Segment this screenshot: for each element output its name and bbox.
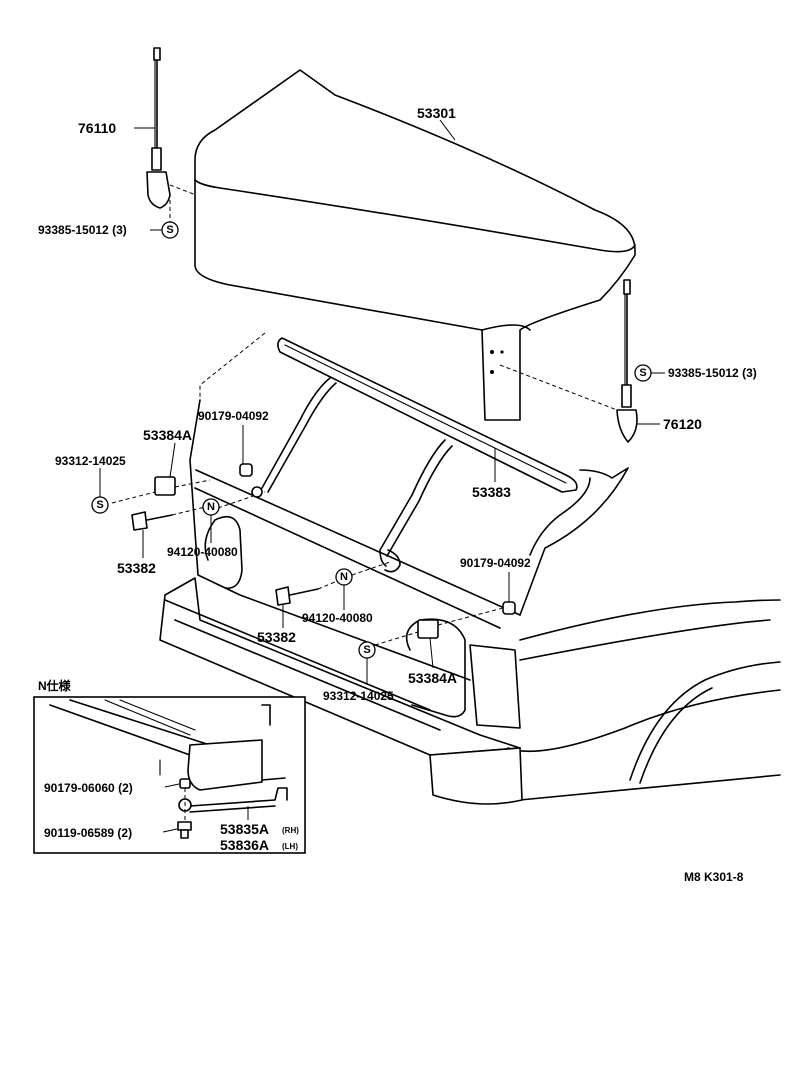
label-53383: 53383: [472, 484, 511, 500]
svg-text:S: S: [96, 499, 103, 511]
label-90179-04092-left: 90179-04092: [198, 409, 269, 423]
label-93385-right: 93385-15012 (3): [668, 366, 757, 380]
label-53382-right: 53382: [257, 629, 296, 645]
label-93385-left: 93385-15012 (3): [38, 223, 127, 237]
luggage-door-53301: [194, 69, 636, 421]
label-93312-14025-left: 93312-14025: [55, 454, 126, 468]
symbol-s-left-top: S: [161, 221, 179, 239]
label-76110: 76110: [78, 120, 116, 136]
weatherstrip-53383: [277, 337, 578, 493]
symbol-n-right: N: [335, 568, 353, 586]
antenna-76110: [146, 47, 197, 222]
label-53835a-sub: (RH): [282, 826, 299, 835]
label-90119-06589: 90119-06589 (2): [44, 826, 132, 840]
inset-title: N仕様: [38, 678, 72, 693]
symbol-s-left-mid: S: [91, 496, 109, 514]
car-body: [189, 332, 781, 801]
right-hardware: [374, 601, 516, 646]
symbol-s-right-top: S: [634, 364, 652, 382]
label-94120-right: 94120-40080: [302, 611, 373, 625]
label-93312-14025-right: 93312-14025: [323, 689, 394, 703]
svg-text:N: N: [207, 501, 215, 513]
leader-lines: [99, 119, 665, 685]
label-53835a: 53835A: [220, 821, 269, 837]
left-hardware: [111, 463, 401, 606]
label-76120: 76120: [663, 416, 702, 432]
label-94120-left: 94120-40080: [167, 545, 238, 559]
rear-bumper: [159, 577, 523, 805]
svg-text:S: S: [166, 224, 173, 236]
antenna-76120: [499, 279, 638, 443]
symbol-n-left: N: [202, 498, 220, 516]
svg-text:S: S: [639, 367, 646, 379]
drawing-code: M8 K301-8: [684, 870, 744, 884]
label-53301: 53301: [417, 105, 456, 121]
label-53384a-left: 53384A: [143, 427, 192, 443]
label-90179-06060: 90179-06060 (2): [44, 781, 133, 795]
symbol-s-right-mid: S: [358, 641, 376, 659]
label-53836a-sub: (LH): [282, 842, 298, 851]
label-53382-left: 53382: [117, 560, 156, 576]
svg-text:N: N: [340, 571, 348, 583]
svg-text:S: S: [363, 644, 370, 656]
label-90179-04092-right: 90179-04092: [460, 556, 531, 570]
inset-n-spec: N仕様: [33, 678, 306, 854]
label-53384a-right: 53384A: [408, 670, 457, 686]
label-53836a: 53836A: [220, 837, 269, 853]
